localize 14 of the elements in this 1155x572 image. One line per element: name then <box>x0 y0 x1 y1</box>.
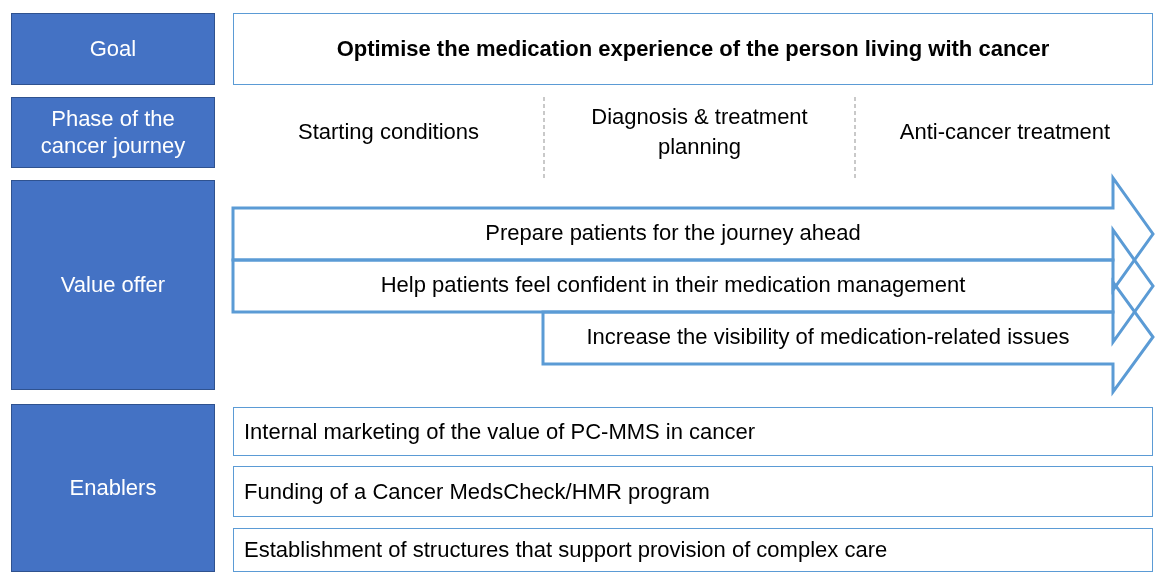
phase-label: Starting conditions <box>297 118 480 146</box>
value-offer-text: Increase the visibility of medication-related issues <box>585 324 1071 350</box>
row-header: Goal <box>11 13 215 85</box>
phase-label: Diagnosis & treatment planning <box>590 103 809 161</box>
enabler-box: Funding of a Cancer MedsCheck/HMR program <box>233 466 1153 517</box>
phase-label: Anti-cancer treatment <box>898 118 1112 146</box>
enabler-box: Internal marketing of the value of PC-MMS in cancer <box>233 407 1153 456</box>
row-header: Value offer <box>11 180 215 390</box>
enabler-box: Establishment of structures that support provision of complex care <box>233 528 1153 572</box>
value-offer-text: Help patients feel confident in their medication management <box>379 272 967 298</box>
row-header: Phase of the cancer journey <box>11 97 215 168</box>
goal-box: Optimise the medication experience of the person living with cancer <box>233 13 1153 85</box>
value-offer-text: Prepare patients for the journey ahead <box>484 220 862 246</box>
row-header: Enablers <box>11 404 215 572</box>
